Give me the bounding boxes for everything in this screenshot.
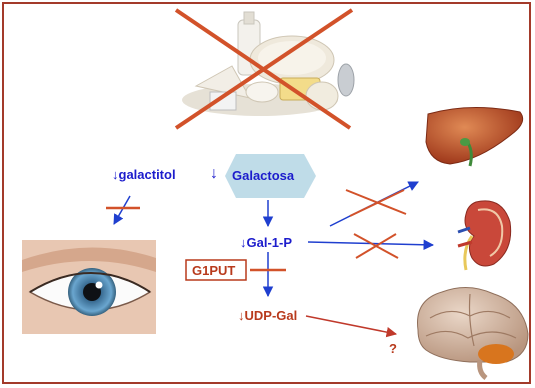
gal1p-label: ↓Gal-1-P <box>240 236 292 249</box>
liver-image <box>426 107 523 166</box>
eye-image <box>22 240 156 334</box>
kidney-image <box>458 201 511 270</box>
udpgal-label: ↓UDP-Gal <box>238 309 297 322</box>
galactosa-label: Galactosa <box>232 169 294 182</box>
galactitol-label: ↓galactitol <box>112 168 176 181</box>
question-mark: ? <box>389 342 397 355</box>
g1put-label: G1PUT <box>192 264 235 277</box>
udpgal-to-brain-arrow <box>306 316 396 334</box>
brain-image <box>418 287 529 378</box>
galactosa-down-arrow: ↓ <box>210 166 218 182</box>
